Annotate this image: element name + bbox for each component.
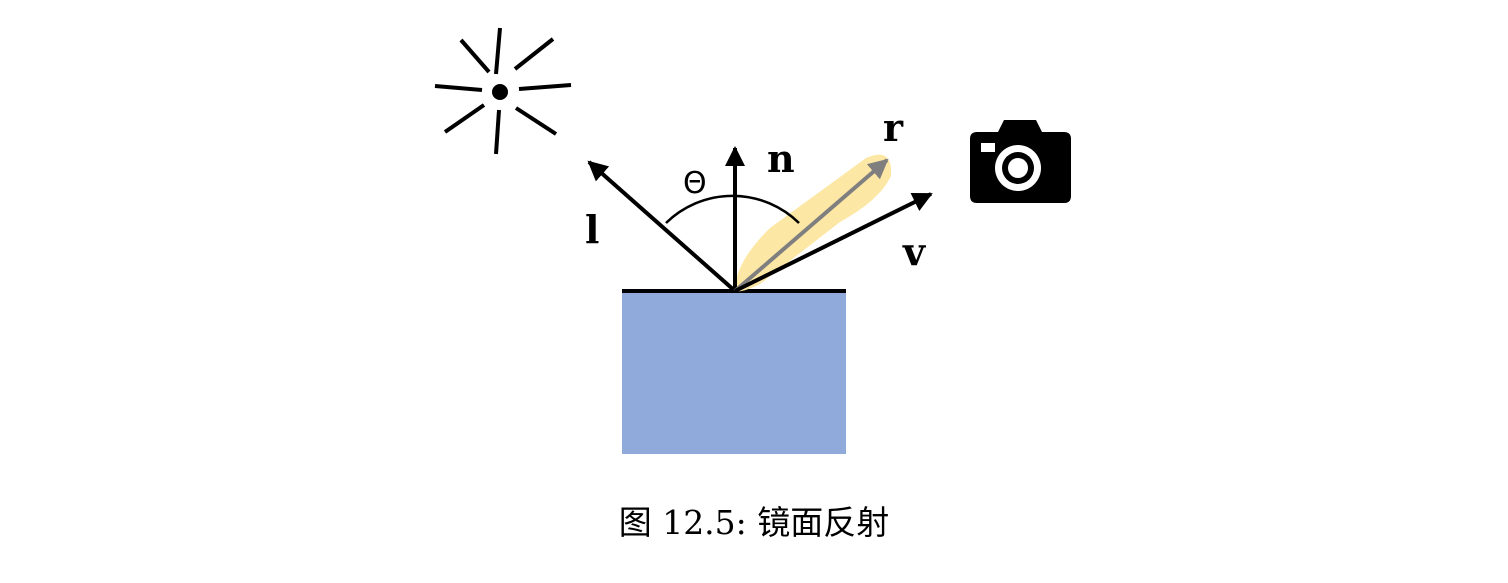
view-vector-label: v (902, 229, 927, 274)
view-vector (734, 192, 933, 293)
camera-icon (970, 120, 1071, 203)
surface-block (622, 291, 846, 454)
angle-arc (665, 194, 800, 224)
reflect-vector-label: r (883, 105, 904, 150)
angle-label: Θ (683, 166, 707, 201)
normal-vector-label: n (767, 136, 795, 181)
light-vector-label: l (585, 207, 599, 252)
figure-caption: 图 12.5: 镜面反射 (618, 503, 890, 542)
reflect-vector (733, 158, 889, 293)
light-vector (587, 160, 737, 293)
sun-icon (434, 27, 572, 155)
